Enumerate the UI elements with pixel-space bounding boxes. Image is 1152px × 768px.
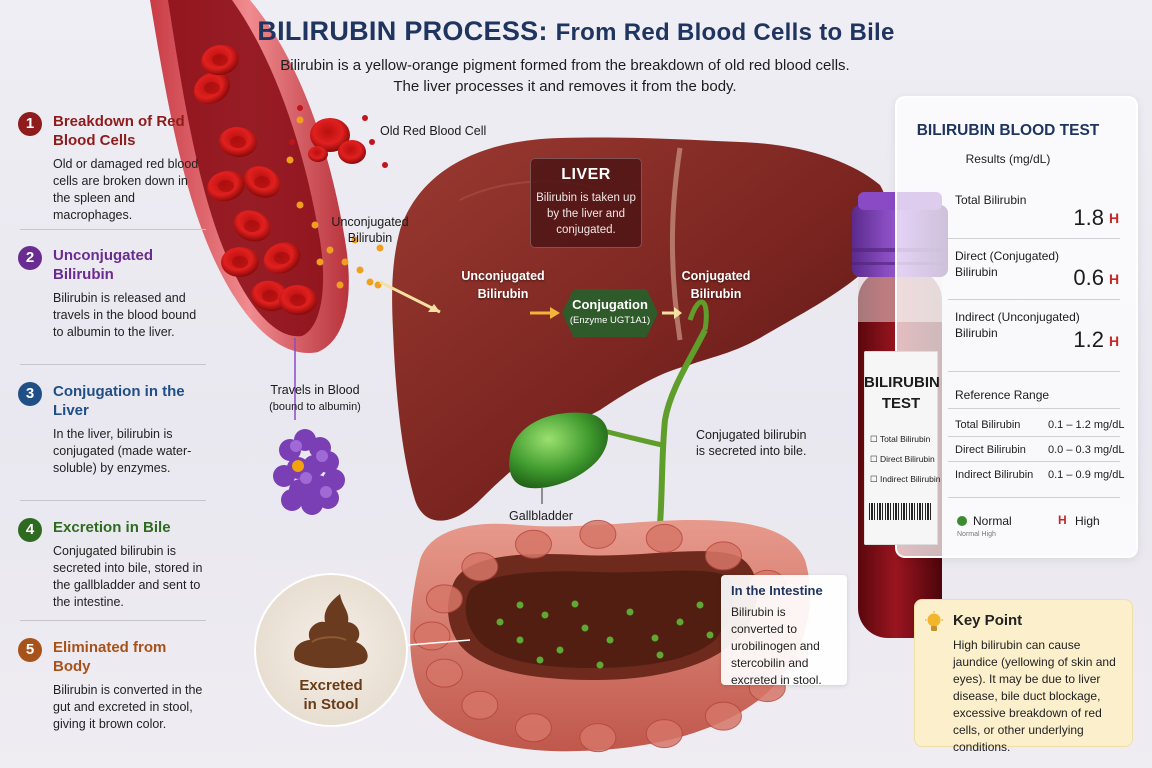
reference-separator — [948, 408, 1120, 409]
lightbulb-icon — [925, 611, 943, 631]
key-point-title: Key Point — [953, 612, 1023, 629]
step-number: 1 — [18, 112, 42, 136]
result-value-total: 1.8 — [1073, 205, 1104, 230]
conjugation-badge: Conjugation (Enzyme UGT1A1) — [562, 289, 658, 337]
key-point-text: High bilirubin can cause jaundice (yello… — [953, 638, 1116, 754]
step-title: Eliminated from Body — [53, 639, 167, 675]
result-flag-direct: H — [1109, 271, 1120, 287]
reference-range-total: 0.1 – 1.2 mg/dL — [1048, 419, 1125, 431]
travels-blood-label: Travels in Blood — [270, 383, 360, 397]
conjugation-title: Conjugation — [572, 297, 648, 312]
legend-small-text: Normal High — [957, 531, 996, 538]
step-number: 2 — [18, 246, 42, 270]
reference-range-direct: 0.0 – 0.3 mg/dL — [1048, 444, 1125, 456]
result-label-direct: Direct (Conjugated) Bilirubin — [955, 249, 1060, 279]
step-description: Old or damaged red blood cells are broke… — [53, 157, 199, 222]
conjugated-liver-label: Conjugated Bilirubin — [681, 269, 751, 301]
legend-high-label: High — [1075, 514, 1100, 528]
title-sub: From Red Blood Cells to Bile — [555, 19, 895, 46]
legend-high-symbol: H — [1058, 513, 1067, 527]
key-point-box: Key Point High bilirubin can cause jaund… — [914, 599, 1133, 754]
test-panel-title: BILIRUBIN BLOOD TEST — [916, 122, 1100, 139]
intestine-info-box: In the Intestine Bilirubin is converted … — [721, 575, 847, 687]
tube-check-direct: ☐ Direct Bilirubin — [870, 454, 935, 464]
result-separator — [948, 299, 1120, 300]
albumin-label: (bound to albumin) — [269, 401, 361, 413]
step-divider — [20, 229, 206, 230]
liver-description: Bilirubin is taken up by the liver and c… — [536, 192, 636, 236]
unconjugated-liver-label: Unconjugated Bilirubin — [461, 269, 545, 301]
gallbladder-label: Gallbladder — [509, 509, 573, 523]
reference-separator — [948, 436, 1120, 437]
tube-label-title: BILIRUBIN TEST — [864, 374, 940, 412]
reference-name-total: Total Bilirubin — [955, 419, 1021, 431]
old-rbc-label: Old Red Blood Cell — [380, 124, 487, 138]
unconjugated-vessel-label: Unconjugated Bilirubin — [331, 215, 409, 245]
page-title: BILIRUBIN PROCESS: From Red Blood Cells … — [0, 16, 1152, 47]
step-description: In the liver, bilirubin is conjugated (m… — [53, 427, 192, 475]
step-description: Bilirubin is released and travels in the… — [53, 291, 197, 339]
step-number: 4 — [18, 518, 42, 542]
bile-secreted-label: Conjugated bilirubin is secreted into bi… — [696, 428, 807, 458]
result-value-indirect: 1.2 — [1073, 327, 1104, 352]
result-value-direct: 0.6 — [1073, 265, 1104, 290]
intro-text: Bilirubin is a yellow-orange pigment for… — [250, 55, 880, 97]
step-3: 3 Conjugation in the Liver In the liver,… — [18, 382, 206, 477]
reference-separator — [948, 497, 1120, 498]
result-label-total: Total Bilirubin — [955, 193, 1027, 207]
step-number: 5 — [18, 638, 42, 662]
step-divider — [20, 500, 206, 501]
step-number: 3 — [18, 382, 42, 406]
step-divider — [20, 364, 206, 365]
liver-info-box: LIVER Bilirubin is taken up by the liver… — [530, 158, 642, 248]
result-separator — [948, 371, 1120, 372]
step-title: Unconjugated Bilirubin — [53, 247, 153, 283]
reference-name-direct: Direct Bilirubin — [955, 444, 1026, 456]
legend-normal-label: Normal — [973, 514, 1012, 528]
step-4: 4 Excretion in Bile Conjugated bilirubin… — [18, 518, 206, 611]
result-label-indirect: Indirect (Unconjugated) Bilirubin — [955, 310, 1080, 340]
step-title: Conjugation in the Liver — [53, 383, 185, 419]
reference-name-indirect: Indirect Bilirubin — [955, 469, 1034, 481]
result-flag-total: H — [1109, 210, 1120, 226]
reference-range-indirect: 0.1 – 0.9 mg/dL — [1048, 469, 1125, 481]
enzyme-label: (Enzyme UGT1A1) — [569, 315, 651, 326]
intro-line-1: Bilirubin is a yellow-orange pigment for… — [280, 57, 850, 74]
stool-label: Excreted in Stool — [299, 677, 363, 713]
step-title: Breakdown of Red Blood Cells — [53, 113, 185, 149]
intestine-title: In the Intestine — [731, 583, 823, 598]
result-separator — [948, 238, 1120, 239]
legend-normal-dot — [957, 516, 967, 526]
intro-line-2: The liver processes it and removes it fr… — [393, 78, 737, 95]
step-description: Bilirubin is converted in the gut and ex… — [53, 683, 203, 731]
tube-check-total: ☐ Total Bilirubin — [870, 434, 931, 444]
step-1: 1 Breakdown of Red Blood Cells Old or da… — [18, 112, 206, 224]
barcode-icon — [869, 503, 933, 520]
reference-separator — [948, 461, 1120, 462]
test-panel-units: Results (mg/dL) — [965, 152, 1051, 166]
step-title: Excretion in Bile — [53, 519, 171, 536]
result-flag-indirect: H — [1109, 333, 1120, 349]
tube-check-indirect: ☐ Indirect Bilirubin — [870, 474, 941, 484]
step-description: Conjugated bilirubin is secreted into bi… — [53, 544, 203, 609]
liver-title: LIVER — [561, 166, 611, 183]
step-2: 2 Unconjugated Bilirubin Bilirubin is re… — [18, 246, 206, 341]
title-main: BILIRUBIN PROCESS: — [257, 16, 548, 46]
intestine-description: Bilirubin is converted to urobilinogen a… — [731, 605, 822, 687]
step-5: 5 Eliminated from Body Bilirubin is conv… — [18, 638, 206, 733]
reference-range-title: Reference Range — [955, 388, 1050, 402]
step-divider — [20, 620, 206, 621]
